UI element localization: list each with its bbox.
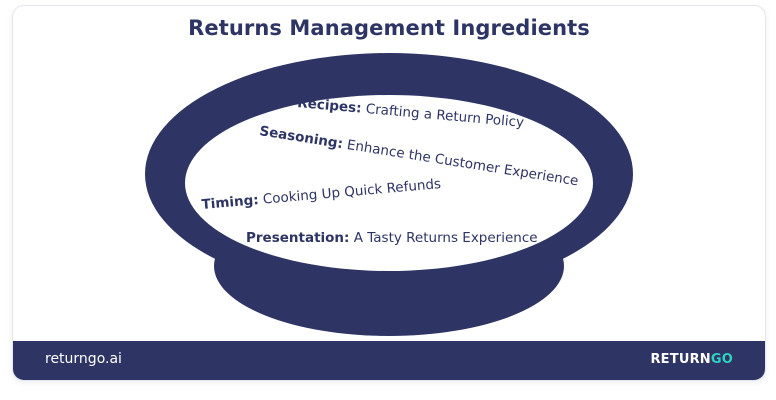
ingredient-label: Timing: — [201, 192, 259, 213]
ingredient-presentation: Presentation: A Tasty Returns Experience — [246, 230, 538, 246]
bowl-interior — [185, 95, 593, 271]
ingredient-text: A Tasty Returns Experience — [349, 230, 537, 246]
infographic-card: Returns Management Ingredients Recipes: … — [12, 5, 766, 381]
footer-url-link[interactable]: returngo.ai — [45, 351, 122, 367]
bowl-diagram: Recipes: Crafting a Return Policy Season… — [145, 53, 633, 336]
logo-main-text: RETURN — [650, 352, 711, 367]
diagram-title: Returns Management Ingredients — [188, 16, 590, 40]
ingredient-label: Presentation: — [246, 230, 349, 246]
logo-accent-text: GO — [710, 352, 733, 367]
footer-bar: returngo.ai RETURNGO — [13, 341, 765, 380]
brand-logo: RETURNGO — [650, 352, 733, 367]
ingredient-label: Recipes: — [297, 95, 363, 117]
